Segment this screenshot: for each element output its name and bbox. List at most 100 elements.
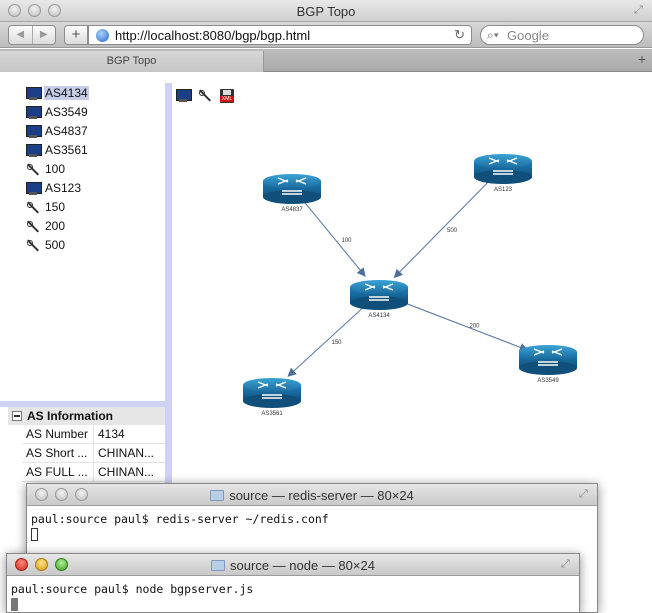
router-base <box>519 361 577 375</box>
as-information-header[interactable]: AS Information <box>8 407 165 425</box>
tree-item[interactable]: AS123 <box>26 179 82 197</box>
router-node[interactable]: AS4837 <box>263 174 321 213</box>
terminal-node-window[interactable]: source — node — 80×24 ⤢ paul:source paul… <box>6 553 580 613</box>
terminal-node-titlebar[interactable]: source — node — 80×24 ⤢ <box>7 554 579 576</box>
tree-item[interactable]: 500 <box>26 236 66 254</box>
link-line[interactable] <box>393 180 490 279</box>
computer-icon <box>26 105 42 119</box>
router-top <box>519 345 577 359</box>
computer-icon[interactable] <box>176 89 192 102</box>
property-row[interactable]: AS FULL ... CHINAN... <box>22 463 165 482</box>
computer-icon <box>26 181 42 195</box>
fullscreen-icon[interactable]: ⤢ <box>634 4 643 16</box>
router-label: AS3561 <box>261 411 283 417</box>
reload-icon[interactable]: ↻ <box>454 27 465 42</box>
router-label: AS3549 <box>537 378 559 384</box>
terminal-redis-minimize-button[interactable] <box>55 488 68 501</box>
terminal-cursor <box>31 528 38 541</box>
new-tab-button[interactable]: + <box>637 51 646 67</box>
vertical-splitter[interactable] <box>165 83 172 503</box>
router-arrows-icon <box>488 157 518 175</box>
fullscreen-icon[interactable]: ⤢ <box>579 488 588 500</box>
globe-icon <box>96 29 109 42</box>
nav-buttons: ◀ ▶ <box>8 25 56 45</box>
terminal-redis-body[interactable]: paul:source paul$ redis-server ~/redis.c… <box>27 506 597 550</box>
terminal-redis-close-button[interactable] <box>35 488 48 501</box>
terminal-node-minimize-button[interactable] <box>35 558 48 571</box>
collapse-icon[interactable] <box>12 411 22 421</box>
close-window-button[interactable] <box>8 4 21 17</box>
fullscreen-icon[interactable]: ⤢ <box>561 558 570 570</box>
tab-bgp-topo[interactable]: BGP Topo <box>0 51 264 72</box>
link-icon <box>26 239 40 252</box>
router-arrows-icon <box>257 381 287 399</box>
link-line[interactable] <box>304 202 366 277</box>
router-base <box>474 170 532 184</box>
folder-icon <box>211 560 226 571</box>
router-label: AS4134 <box>368 313 390 319</box>
zoom-window-button[interactable] <box>48 4 61 17</box>
tree-item[interactable]: AS3561 <box>26 141 89 159</box>
router-node[interactable]: AS123 <box>474 154 532 193</box>
minimize-window-button[interactable] <box>28 4 41 17</box>
router-base <box>263 190 321 204</box>
tree-item-label: 200 <box>45 219 66 233</box>
window-title: BGP Topo <box>296 4 356 19</box>
window-titlebar[interactable]: BGP Topo ⤢ <box>0 0 652 22</box>
tree-item-label: 500 <box>45 238 66 252</box>
tree-item[interactable]: AS4134 <box>26 84 89 102</box>
router-node[interactable]: AS3549 <box>519 345 577 384</box>
tree-item-label: 100 <box>45 162 66 176</box>
router-arrows-icon <box>277 177 307 195</box>
search-placeholder: Google <box>507 28 549 43</box>
terminal-redis-title: source — redis-server — 80×24 <box>229 488 414 503</box>
terminal-redis-titlebar[interactable]: source — redis-server — 80×24 ⤢ <box>27 484 597 506</box>
tree-item[interactable]: AS4837 <box>26 122 89 140</box>
tree-item-label: AS4837 <box>45 124 88 138</box>
tree-item[interactable]: 150 <box>26 198 66 216</box>
tree-item[interactable]: AS3549 <box>26 103 89 121</box>
tree-item[interactable]: 200 <box>26 217 66 235</box>
property-key: AS FULL ... <box>22 463 94 481</box>
address-bar[interactable]: http://localhost:8080/bgp/bgp.html ↻ <box>88 25 472 45</box>
link-label: 500 <box>447 228 458 234</box>
terminal-node-line: paul:source paul$ node bgpserver.js <box>11 582 254 596</box>
link-line[interactable] <box>287 306 365 377</box>
forward-button[interactable]: ▶ <box>31 26 56 44</box>
tree-item[interactable]: 100 <box>26 160 66 178</box>
link-line[interactable] <box>397 299 529 352</box>
router-top <box>243 378 301 392</box>
terminal-redis-zoom-button[interactable] <box>75 488 88 501</box>
search-icon: ⌕▾ <box>487 28 499 42</box>
terminal-cursor <box>11 598 18 611</box>
tree-item-label: 150 <box>45 200 66 214</box>
terminal-node-zoom-button[interactable] <box>55 558 68 571</box>
router-top <box>350 280 408 294</box>
router-label: AS123 <box>494 187 513 193</box>
add-bookmark-button[interactable]: + <box>64 25 88 45</box>
topology-graph[interactable]: 100500200150AS4837AS123AS4134AS3549AS356… <box>172 83 652 503</box>
router-label: AS4837 <box>281 207 303 213</box>
router-node[interactable]: AS4134 <box>350 280 408 319</box>
tab-bar: BGP Topo + <box>0 49 652 72</box>
tree-item-label: AS3561 <box>45 143 88 157</box>
horizontal-splitter[interactable] <box>0 401 165 407</box>
terminal-node-body[interactable]: paul:source paul$ node bgpserver.js <box>7 576 579 613</box>
property-value: CHINAN... <box>98 465 155 479</box>
computer-icon <box>26 124 42 138</box>
back-button[interactable]: ◀ <box>16 29 25 40</box>
link-icon[interactable] <box>198 89 212 102</box>
property-key: AS Short ... <box>22 444 94 462</box>
router-node[interactable]: AS3561 <box>243 378 301 417</box>
property-value: CHINAN... <box>98 446 155 460</box>
url-text[interactable]: http://localhost:8080/bgp/bgp.html <box>115 28 311 43</box>
terminal-node-close-button[interactable] <box>15 558 28 571</box>
topology-canvas[interactable]: 100500200150AS4837AS123AS4134AS3549AS356… <box>172 83 652 503</box>
router-arrows-icon <box>364 283 394 301</box>
property-row[interactable]: AS Short ... CHINAN... <box>22 444 165 463</box>
save-xml-icon[interactable] <box>220 89 234 103</box>
search-field[interactable]: ⌕▾ Google <box>480 25 644 45</box>
canvas-toolbar <box>176 89 234 103</box>
